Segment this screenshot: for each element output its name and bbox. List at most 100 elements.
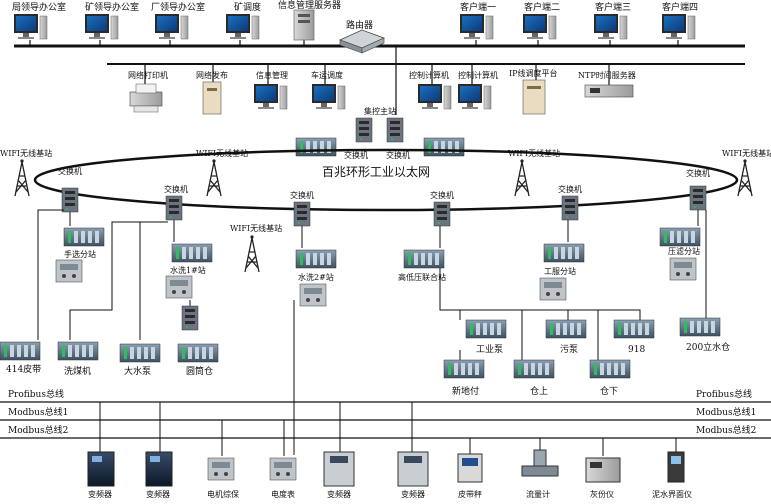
label-wifi-5: WIFI无线基站	[722, 148, 771, 158]
power-meter-icon	[269, 457, 297, 481]
label-ring-switch-2: 交换机	[164, 184, 188, 194]
label-ash-meter: 灰份仪	[590, 489, 614, 499]
web-server-icon	[202, 81, 222, 115]
substation-water-wash2-cabinet-icon	[299, 283, 327, 307]
field-silo-switch-icon	[181, 305, 199, 331]
client-3-computer-icon	[593, 13, 628, 40]
control-pc-1-icon	[417, 83, 452, 110]
label-bin-up: 仓上	[530, 385, 548, 397]
label-profibus-left: Profibus总线	[8, 388, 64, 400]
bus-drops	[99, 402, 677, 456]
office-1-computer-icon	[13, 13, 48, 40]
vfd-1-icon	[87, 451, 115, 487]
label-wifi-1: WIFI无线基站	[0, 148, 52, 158]
wifi-tower-5-icon	[737, 158, 753, 197]
label-router: 路由器	[346, 19, 373, 31]
ring-switch-4-icon	[433, 201, 451, 227]
vfd-2-icon	[145, 451, 173, 487]
info-server-icon	[293, 9, 315, 41]
label-industrial-pump: 工业泵	[476, 344, 503, 355]
label-water-wash2: 水洗2#站	[298, 272, 334, 282]
label-profibus-right: Profibus总线	[696, 388, 752, 400]
substation-water-wash-cabinet-icon	[165, 275, 193, 299]
ntp-server-icon	[584, 84, 634, 98]
motor-protect-icon	[207, 457, 235, 481]
ash-meter-icon	[585, 457, 621, 483]
substation-hp-icon	[403, 249, 445, 269]
label-vehicle-dispatch: 车运调度	[311, 70, 343, 80]
label-motor-protect: 电机综保	[207, 489, 239, 499]
label-slurry-pump: 污泵	[560, 343, 578, 355]
field-bin-down-icon	[589, 359, 631, 379]
label-master-station: 集控主站	[364, 106, 396, 116]
label-918: 918	[628, 345, 645, 355]
field-coal-washer-icon	[57, 341, 99, 361]
ip-dispatch-server-icon	[522, 79, 546, 115]
label-vfd-3: 变频器	[327, 489, 351, 499]
label-tank-200: 200立水仓	[686, 341, 730, 353]
label-wifi-3: WIFI无线基站	[230, 223, 282, 233]
label-office-2: 矿领导办公室	[85, 1, 139, 13]
field-drop-lines	[37, 209, 707, 455]
label-level-meter: 泥水界面仪	[652, 489, 692, 499]
substation-workshop-cabinet-icon	[539, 277, 567, 301]
field-bin-up-icon	[513, 359, 555, 379]
router-icon	[338, 29, 386, 54]
info-manage-computer-icon	[253, 83, 288, 110]
field-water-pump-icon	[119, 343, 161, 363]
client-2-computer-icon	[522, 13, 557, 40]
ring-switch-5-icon	[561, 195, 579, 221]
substation-water-wash2-icon	[295, 249, 337, 269]
ring-switch-3-icon	[293, 201, 311, 227]
belt-scale-icon	[457, 453, 483, 483]
label-silo: 圆筒仓	[186, 365, 213, 377]
label-info-manage: 信息管理	[256, 70, 288, 80]
label-ring-switch-6: 交换机	[686, 168, 710, 178]
field-industrial-pump-icon	[465, 319, 507, 339]
core-plc-left-icon	[295, 137, 337, 157]
office-3-computer-icon	[154, 13, 189, 40]
label-coal-washer: 洗煤机	[64, 365, 91, 377]
ring-switch-6-icon	[689, 185, 707, 211]
label-hand-select: 手选分站	[64, 249, 96, 259]
top-drops	[29, 40, 679, 115]
label-ntp-server: NTP时间服务器	[578, 70, 636, 80]
flow-meter-icon	[521, 449, 559, 477]
network-printer-icon	[129, 83, 163, 113]
label-water-pump: 大水泵	[124, 365, 151, 377]
label-client-2: 客户端二	[524, 1, 560, 13]
label-client-3: 客户端三	[595, 1, 631, 13]
vehicle-dispatch-computer-icon	[311, 83, 346, 110]
label-client-4: 客户端四	[662, 1, 698, 13]
field-new-field-icon	[443, 359, 485, 379]
label-bin-down: 仓下	[600, 385, 618, 397]
core-switch-right-icon	[386, 117, 404, 143]
label-web-publish: 网络发布	[196, 70, 228, 80]
label-ring-switch-3: 交换机	[290, 190, 314, 200]
label-ring-switch-4: 交换机	[430, 190, 454, 200]
field-silo-icon	[177, 343, 219, 363]
label-ring-switch-1: 交换机	[58, 166, 82, 176]
label-core-switch-left: 交换机	[344, 150, 368, 160]
ethernet-ring	[33, 148, 739, 212]
core-plc-right-icon	[423, 137, 465, 157]
label-modbus2-right: Modbus总线2	[696, 424, 756, 436]
substation-filter-cabinet-icon	[669, 257, 697, 281]
label-workshop: 工服分站	[544, 266, 576, 276]
label-vfd-1: 变频器	[88, 489, 112, 499]
ring-switch-1-icon	[61, 187, 79, 213]
vfd-4-icon	[397, 451, 429, 487]
client-4-computer-icon	[661, 13, 696, 40]
substation-filter-icon	[659, 227, 701, 247]
vfd-3-icon	[323, 451, 355, 487]
label-office-1: 局领导办公室	[12, 1, 66, 13]
label-net-printer: 网络打印机	[128, 70, 168, 80]
mine-dispatch-computer-icon	[225, 13, 260, 40]
label-control-pc-1: 控制计算机	[409, 70, 449, 80]
wifi-tower-2-icon	[206, 158, 222, 197]
label-vfd-4: 变频器	[401, 489, 425, 499]
label-ip-dispatch: IP线调度平台	[509, 68, 558, 78]
label-modbus1-right: Modbus总线1	[696, 406, 756, 418]
